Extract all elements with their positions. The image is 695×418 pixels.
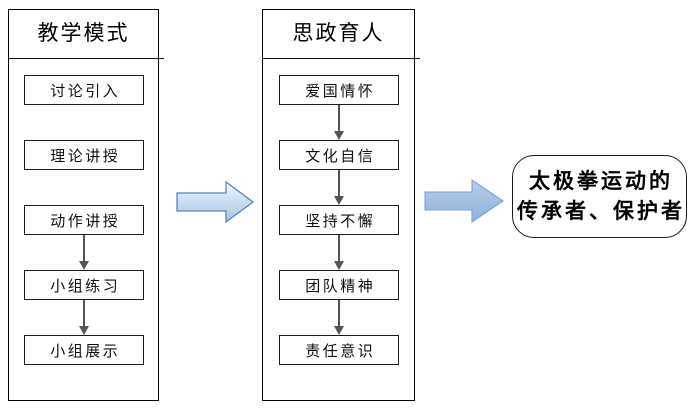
node-teaching-4[interactable]: 小组练习 bbox=[24, 270, 144, 300]
node-teaching-5[interactable]: 小组展示 bbox=[24, 335, 144, 365]
column-title-ideological-education: 思政育人 bbox=[292, 22, 385, 45]
node-teaching-1[interactable]: 讨论引入 bbox=[24, 75, 144, 105]
outcome-line-2: 传承者、保护者 bbox=[517, 199, 685, 223]
node-teaching-3[interactable]: 动作讲授 bbox=[24, 205, 144, 235]
node-ideology-3[interactable]: 坚持不懈 bbox=[279, 205, 399, 235]
node-teaching-2[interactable]: 理论讲授 bbox=[24, 140, 144, 170]
connector-ideology-2-to-3 bbox=[332, 170, 346, 205]
connector-teaching-3-to-4 bbox=[77, 235, 91, 270]
column-ideological-education: 思政育人 爱国情怀 文化自信 坚持不懈 团队精神 责任意识 bbox=[262, 9, 420, 401]
connector-ideology-3-to-4 bbox=[332, 235, 346, 270]
node-ideology-5[interactable]: 责任意识 bbox=[279, 335, 399, 365]
node-ideology-2[interactable]: 文化自信 bbox=[279, 140, 399, 170]
block-arrow-teaching-to-ideology bbox=[176, 180, 254, 224]
column-teaching-mode: 教学模式 讨论引入 理论讲授 动作讲授 小组练习 小组展示 bbox=[8, 9, 164, 401]
block-arrow-ideology-to-outcome bbox=[424, 178, 504, 224]
title-divider-ideological-education bbox=[263, 58, 420, 59]
node-ideology-4[interactable]: 团队精神 bbox=[279, 270, 399, 300]
connector-teaching-4-to-5 bbox=[77, 300, 91, 335]
outcome-line-1: 太极拳运动的 bbox=[529, 169, 673, 193]
title-divider-teaching-mode bbox=[9, 58, 164, 59]
node-ideology-1[interactable]: 爱国情怀 bbox=[279, 75, 399, 105]
connector-ideology-4-to-5 bbox=[332, 300, 346, 335]
outcome-node[interactable]: 太极拳运动的 传承者、保护者 bbox=[512, 155, 687, 238]
column-title-teaching-mode: 教学模式 bbox=[37, 22, 130, 45]
connector-ideology-1-to-2 bbox=[332, 105, 346, 140]
